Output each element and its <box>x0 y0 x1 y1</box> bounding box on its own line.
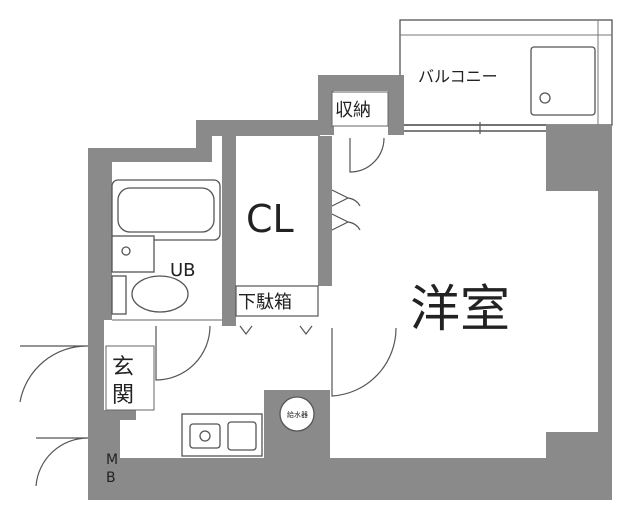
shoe-box-outline <box>235 285 319 317</box>
entrance-label-box <box>105 345 155 411</box>
entrance-label-2: 関 <box>112 383 134 408</box>
unit-bath-label: UB <box>170 260 196 281</box>
doors <box>19 137 397 487</box>
entrance-label-1: 玄 <box>112 355 134 380</box>
storage-label-box <box>331 91 389 127</box>
toilet-tank <box>111 275 127 315</box>
wash-basin <box>111 235 155 273</box>
storage-label: 収納 <box>335 100 371 121</box>
meter-box-label-1: M <box>106 452 118 468</box>
shoe-box-label: 下駄箱 <box>238 292 292 313</box>
water-heater-circle <box>279 396 315 432</box>
water-heater-label: 給水器 <box>287 410 308 419</box>
meter-box-label-2: B <box>106 470 116 486</box>
balcony-label: バルコニー <box>418 67 498 86</box>
kitchen <box>181 396 315 457</box>
western-room-label: 洋室 <box>410 280 510 338</box>
walls <box>88 75 612 500</box>
outdoor-unit <box>530 46 596 116</box>
stove <box>227 421 257 451</box>
window <box>404 122 546 134</box>
closet-label: CL <box>246 197 294 241</box>
unit-bath <box>111 179 222 321</box>
toilet-bowl <box>131 275 189 313</box>
